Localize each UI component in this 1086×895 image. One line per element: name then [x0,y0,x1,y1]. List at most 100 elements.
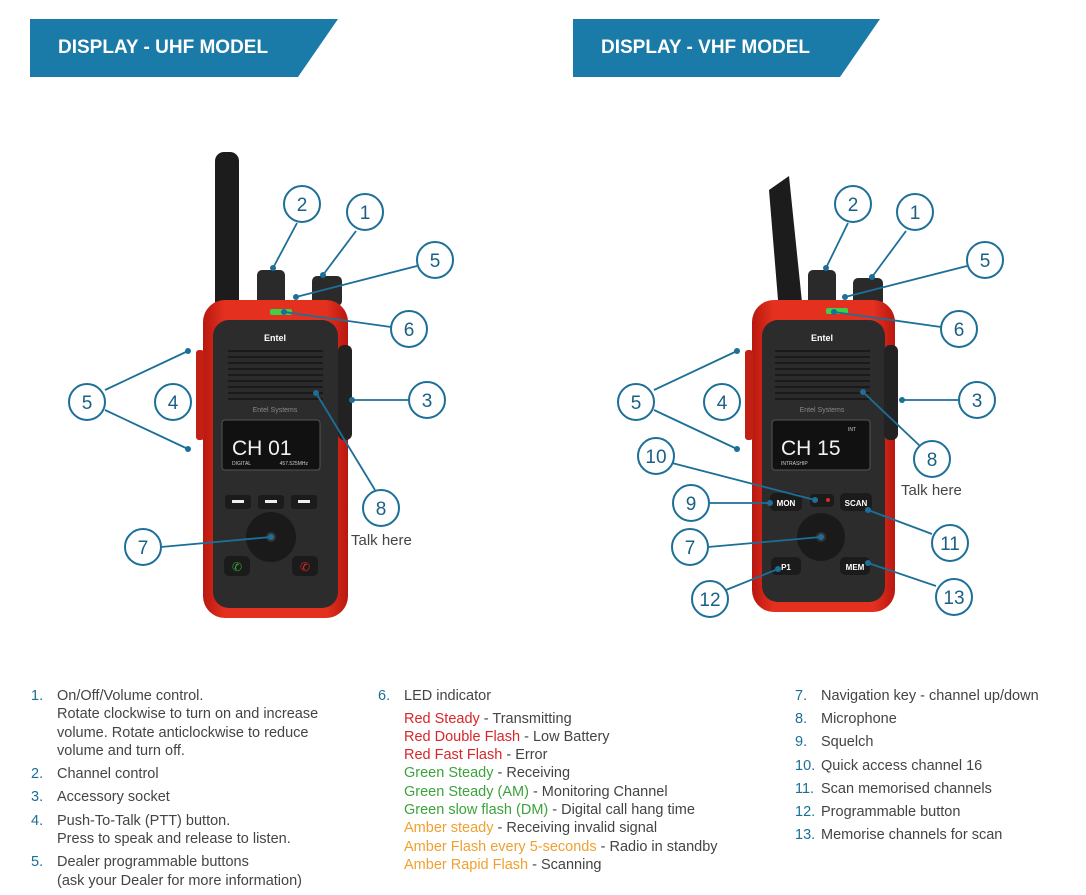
legend-item: 3. Accessory socket [31,788,351,806]
svg-text:1: 1 [910,203,921,224]
led-state-description: - Receiving invalid signal [493,820,658,837]
led-state-row: Green Steady - Receiving [404,764,758,782]
uhf-callout-7: 7 [124,528,162,566]
svg-text:9: 9 [686,494,697,515]
led-state-description: - Low Battery [520,728,610,745]
vhf-callout-8: 8 [913,440,951,478]
legend-number: 11. [795,780,815,797]
legend-text: Navigation key - channel up/down [821,688,1039,704]
led-state-name: Amber Flash every 5-seconds [404,838,597,855]
svg-text:8: 8 [376,499,387,520]
legend-item: 1.On/Off/Volume control.Rotate clockwise… [31,687,351,760]
led-state-row: Amber Flash every 5-seconds - Radio in s… [404,838,758,856]
vhf-callout-2: 2 [834,185,872,223]
vhf-ptt-button[interactable] [884,345,898,440]
svg-text:3: 3 [422,391,433,412]
svg-text:11: 11 [940,534,960,555]
legend-item: 2.Channel control [31,765,351,783]
led-state-name: Red Fast Flash [404,747,503,764]
vhf-screen-channel: CH 15 [781,437,841,460]
vhf-mon-label: MON [777,499,796,508]
legend-item: 5.Dealer programmable buttons(ask your D… [31,853,351,890]
uhf-channel-knob[interactable] [257,270,285,306]
legend-text: Press to speak and release to listen. [57,831,291,848]
led-state-description: - Monitoring Channel [528,783,668,800]
vhf-antenna [769,176,803,312]
vhf-callout-12: 12 [691,580,729,618]
led-state-row: Red Double Flash - Low Battery [404,728,758,746]
uhf-call-button[interactable] [224,556,250,576]
uhf-screen-channel: CH 01 [232,437,292,460]
legend-text: Programmable button [821,803,961,820]
led-state-description: - Scanning [528,856,602,873]
led-state-description: - Transmitting [479,710,572,727]
legend-number: 13. [795,827,816,844]
led-state-description: - Digital call hang time [548,801,695,818]
vhf-callout-13: 13 [935,578,973,616]
svg-text:5: 5 [430,251,441,272]
legend-number: 4. [31,812,44,829]
legend-text: Squelch [821,734,874,751]
legend-text: Microphone [821,711,897,728]
vhf-scan-button[interactable] [840,493,872,511]
svg-text:6: 6 [404,320,415,341]
uhf-side-buttons[interactable] [196,350,204,440]
svg-text:4: 4 [717,393,728,414]
led-state-name: Green Steady (AM) [404,783,529,800]
vhf-callout-3: 3 [958,381,996,419]
svg-text:1: 1 [360,203,371,224]
legend-item: 4.Push-To-Talk (PTT) button.Press to spe… [31,812,351,849]
led-state-name: Amber Rapid Flash [404,856,529,873]
vhf-mon-button[interactable] [770,493,802,511]
phone-icon: ✆ [232,560,242,574]
legend-item: 12.Programmable button [795,803,1075,822]
vhf-callout-10: 10 [637,437,675,475]
led-state-name: Green slow flash (DM) [404,801,549,818]
vhf-side-buttons[interactable] [745,350,753,440]
led-state-row: Amber steady - Receiving invalid signal [404,819,758,837]
legend-text: On/Off/Volume control. [57,688,204,704]
legend-column-3: 7. Navigation key - channel up/down 8. Micr… [795,687,1075,849]
uhf-speaker-label: Entel Systems [253,407,298,414]
legend-item: 13.Memorise channels for scan [795,826,1075,845]
svg-text:8: 8 [927,450,938,471]
legend-text: (ask your Dealer for more information) [57,872,302,889]
uhf-end-button[interactable] [292,556,318,576]
vhf-speaker-grille [775,350,870,400]
uhf-ptt-button[interactable] [338,345,352,440]
vhf-channel-knob[interactable] [808,270,836,306]
vhf-leaders [653,222,968,591]
vhf-mem-button[interactable] [840,557,870,575]
svg-text:6: 6 [954,320,965,341]
uhf-callout-6: 6 [390,310,428,348]
legend-led-title: LED indicator [404,688,492,704]
legend-text: Scan memorised channels [821,780,992,797]
uhf-leaders [104,222,418,548]
svg-text:7: 7 [138,538,149,559]
legend-text: Accessory socket [57,789,170,806]
legend-number: 1. [31,688,44,704]
vhf-banner: DISPLAY - VHF MODEL [573,19,880,77]
legend-text: Dealer programmable buttons [57,854,249,871]
uhf-antenna [215,152,239,312]
svg-text:7: 7 [685,538,696,559]
uhf-screen-mode: DIGITAL [232,461,251,467]
vhf-callout-6: 6 [940,310,978,348]
uhf-talk-here-label: Talk here [351,532,412,549]
uhf-callout-3: 3 [408,381,446,419]
svg-text:4: 4 [168,393,179,414]
legend-number: 8. [795,711,808,728]
uhf-volume-knob[interactable] [312,276,342,306]
vhf-screen-int: INT [848,427,856,433]
svg-text:3: 3 [972,391,983,412]
legend-text: volume. Rotate anticlockwise to reduce [57,724,309,741]
svg-text:13: 13 [943,588,964,609]
led-state-description: - Radio in standby [596,838,718,855]
led-state-description: - Error [502,747,548,764]
legend-number: 3. [31,789,44,806]
legend-number: 9. [795,734,808,751]
legend-number: 7. [795,688,808,704]
vhf-scan-label: SCAN [845,499,868,508]
led-state-description: - Receiving [493,765,571,782]
